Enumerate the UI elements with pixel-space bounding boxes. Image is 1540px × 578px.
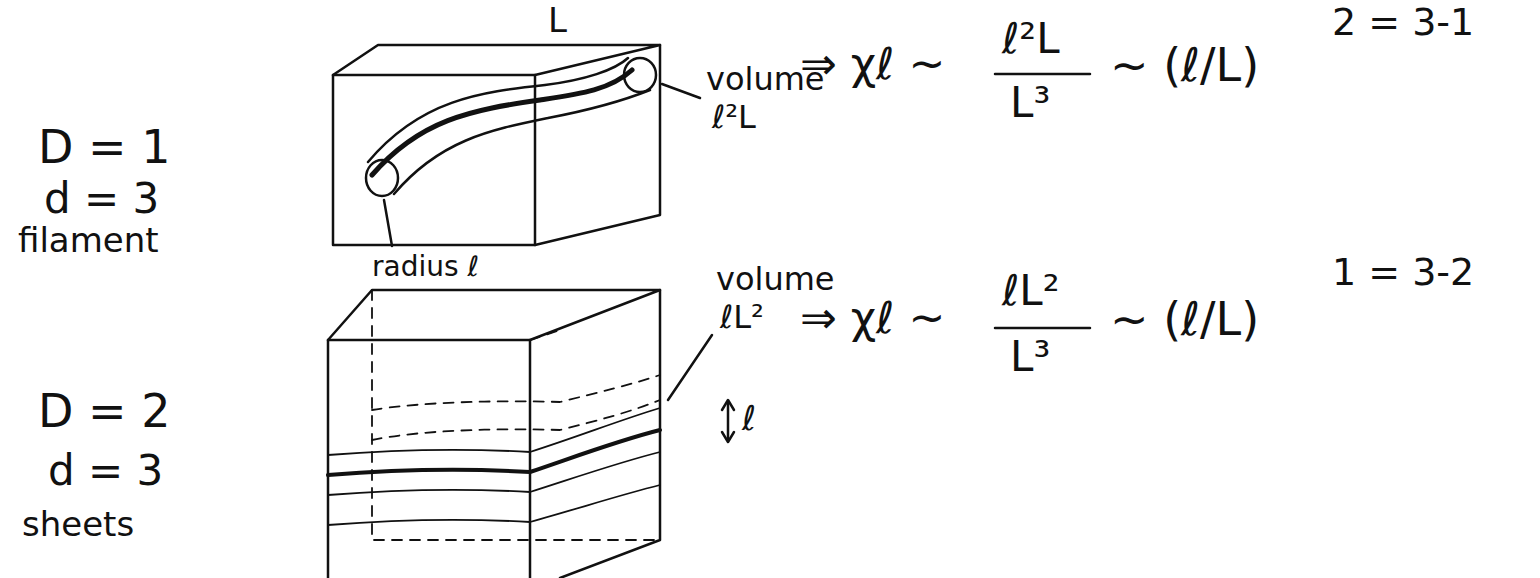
formula: L³ [1010, 80, 1050, 126]
cube [328, 290, 660, 578]
filament-tube [366, 58, 656, 196]
structure-name: sheets [22, 506, 134, 543]
thickness-arrow [722, 400, 734, 442]
leader-line [384, 200, 392, 246]
fraction-bar [995, 327, 1090, 330]
sheet-lines [328, 330, 660, 525]
exponent: 2 = 3-1 [1332, 2, 1474, 44]
dimension-label: D = 2 [38, 386, 170, 437]
length-label: ℓ [742, 400, 756, 437]
formula: ℓL² [720, 300, 764, 335]
formula: ℓL² [1002, 268, 1060, 314]
formula: ~ (ℓ/L) [1110, 294, 1259, 345]
formula: ⇒ χℓ ~ [800, 294, 945, 342]
formula: L³ [1010, 334, 1050, 380]
formula: ℓ²L [1002, 16, 1060, 62]
dimension-label: d = 3 [48, 448, 163, 494]
leader-line [662, 84, 700, 98]
structure-name: filament [18, 222, 159, 259]
length-label: L [548, 2, 567, 39]
cube [333, 45, 660, 245]
note: radius ℓ [372, 252, 479, 283]
dimension-label: d = 3 [44, 176, 159, 222]
note: volume [716, 262, 835, 297]
formula: ⇒ χℓ ~ [800, 40, 945, 88]
exponent: 1 = 3-2 [1332, 252, 1474, 294]
leader-line [668, 335, 712, 400]
fraction-bar [995, 73, 1090, 76]
formula: ~ (ℓ/L) [1110, 40, 1259, 91]
dimension-label: D = 1 [38, 122, 170, 173]
formula: ℓ²L [712, 100, 756, 135]
